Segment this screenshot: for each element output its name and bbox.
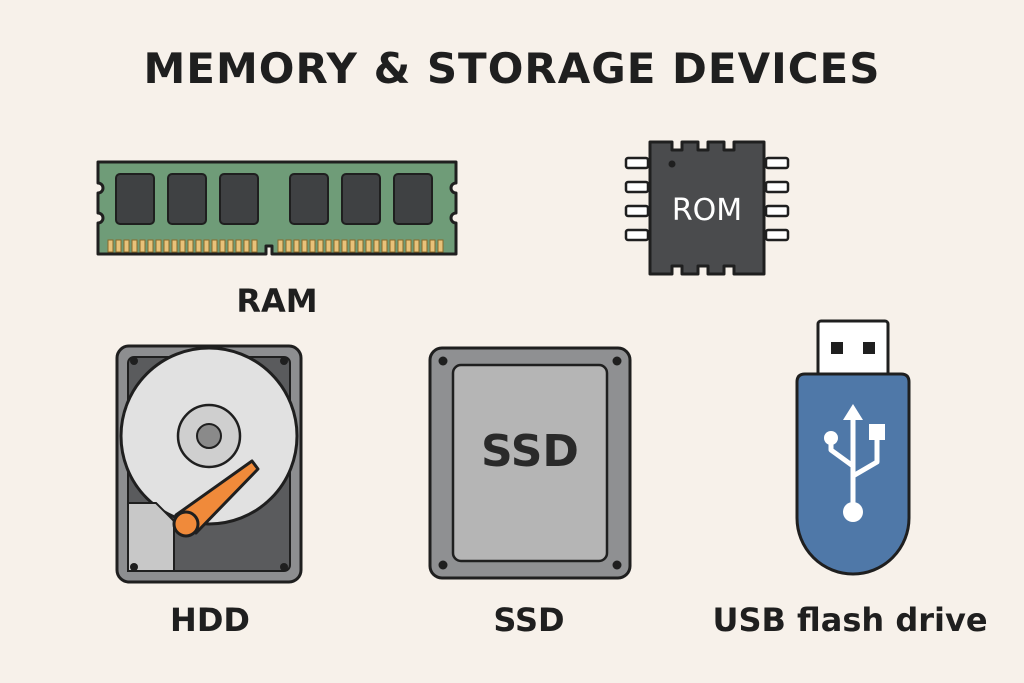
ram-contact-pin	[179, 239, 186, 253]
ram-contact-pin	[107, 239, 114, 253]
rom-chip-icon: ROM	[624, 140, 790, 276]
ram-contact-pin	[155, 239, 162, 253]
ram-contact-pin	[171, 239, 178, 253]
ram-contact-pin	[115, 239, 122, 253]
ram-contact-pin	[187, 239, 194, 253]
ram-contact-pin	[147, 239, 154, 253]
ram-contact-pin	[139, 239, 146, 253]
ram-contact-pin	[397, 239, 404, 253]
ram-contact-pin	[203, 239, 210, 253]
ram-contact-pin	[243, 239, 250, 253]
ram-contact-pin	[131, 239, 138, 253]
ram-contact-pin	[389, 239, 396, 253]
ram-contact-pin	[251, 239, 258, 253]
ram-contact-pin	[211, 239, 218, 253]
solid-state-drive-icon: SSD	[428, 346, 632, 580]
solid-state-drive: SSD	[427, 345, 633, 581]
ram-contact-pin	[405, 239, 412, 253]
ram-contact-pin	[429, 239, 436, 253]
hdd-label: HDD	[170, 601, 250, 639]
ram-contact-pin	[123, 239, 130, 253]
ram-contact-pin	[227, 239, 234, 253]
ram-contact-pin	[285, 239, 292, 253]
ram-label: RAM	[236, 282, 318, 320]
ram-contact-pin	[277, 239, 284, 253]
hard-disk-drive	[114, 343, 304, 587]
ram-contact-pin	[349, 239, 356, 253]
usb-flash-drive-icon	[795, 319, 911, 576]
ram-module	[94, 158, 460, 258]
usb-label: USB flash drive	[712, 601, 988, 639]
ram-contact-pin	[357, 239, 364, 253]
rom-chip: ROM	[624, 136, 790, 280]
ram-contact-pin	[365, 239, 372, 253]
ram-contact-pin	[293, 239, 300, 253]
ram-contact-pin	[163, 239, 170, 253]
ram-contact-pin	[341, 239, 348, 253]
ram-contact-pin	[317, 239, 324, 253]
usb-flash-drive	[793, 318, 913, 578]
ram-contact-pin	[325, 239, 332, 253]
ram-contact-pin	[437, 239, 444, 253]
ram-contact-pin	[219, 239, 226, 253]
hard-disk-drive-icon	[115, 344, 303, 584]
ssd-label: SSD	[493, 601, 565, 639]
ram-contact-pin	[235, 239, 242, 253]
ram-contact-pin	[381, 239, 388, 253]
ram-contact-pin	[301, 239, 308, 253]
ssd-body-text: SSD	[481, 426, 579, 477]
ram-module-icon	[96, 160, 458, 256]
ram-contact-pin	[195, 239, 202, 253]
ram-contact-pin	[309, 239, 316, 253]
ram-contact-pin	[421, 239, 428, 253]
ram-contact-pin	[333, 239, 340, 253]
ram-contact-pin	[373, 239, 380, 253]
page-title: MEMORY & STORAGE DEVICES	[143, 44, 881, 93]
ram-contact-pin	[413, 239, 420, 253]
rom-chip-text: ROM	[672, 193, 742, 228]
